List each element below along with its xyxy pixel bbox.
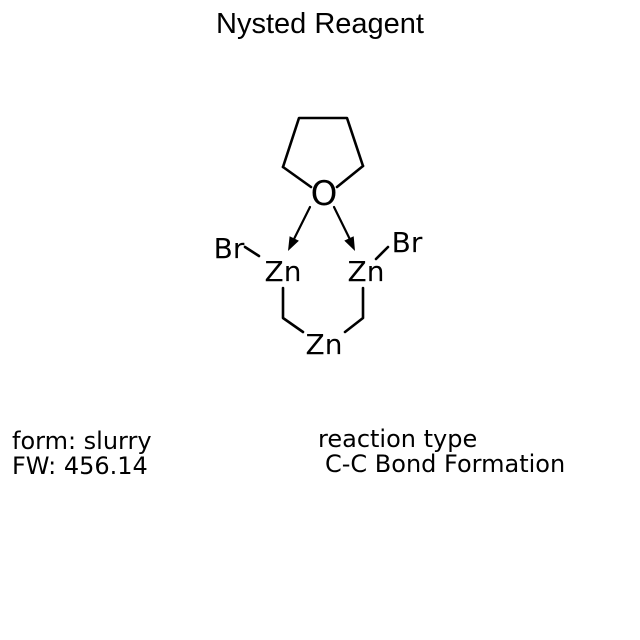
bond-ring-right-to-oxygen — [335, 164, 365, 189]
form-text: form: slurry — [12, 427, 152, 455]
coordination-arrow-left-line — [293, 205, 312, 240]
atom-label-oxygen: O — [311, 174, 338, 214]
reaction-type-value: C-C Bond Formation — [325, 450, 566, 478]
substance-details: form: slurry FW: 456.14 — [12, 429, 152, 479]
thf-ring-bonds — [281, 116, 365, 169]
page-title: Nysted Reagent — [216, 8, 424, 40]
bond-zinc-bromine-right — [374, 245, 390, 261]
atom-label-zinc-left: Zn — [265, 255, 302, 288]
atom-label-bromine-left: Br — [214, 232, 245, 265]
coordination-arrow-right-line — [332, 205, 351, 240]
bond-zinc-right-to-central-zinc — [343, 286, 365, 334]
coordination-arrow-right-head — [344, 236, 355, 251]
formula-weight-text: FW: 456.14 — [12, 452, 148, 480]
bond-bromine-left-zinc — [243, 245, 261, 258]
atom-label-bromine-right: Br — [392, 226, 423, 259]
coordination-arrow-left-head — [288, 236, 299, 251]
bond-ring-left-to-oxygen — [281, 165, 313, 189]
reaction-type-label: reaction type — [318, 425, 478, 453]
bond-zinc-left-to-central-zinc — [281, 286, 305, 334]
atom-label-zinc-right: Zn — [348, 255, 385, 288]
reaction-info: reaction type C-C Bond Formation — [318, 427, 565, 477]
atom-label-zinc-center: Zn — [306, 328, 343, 361]
